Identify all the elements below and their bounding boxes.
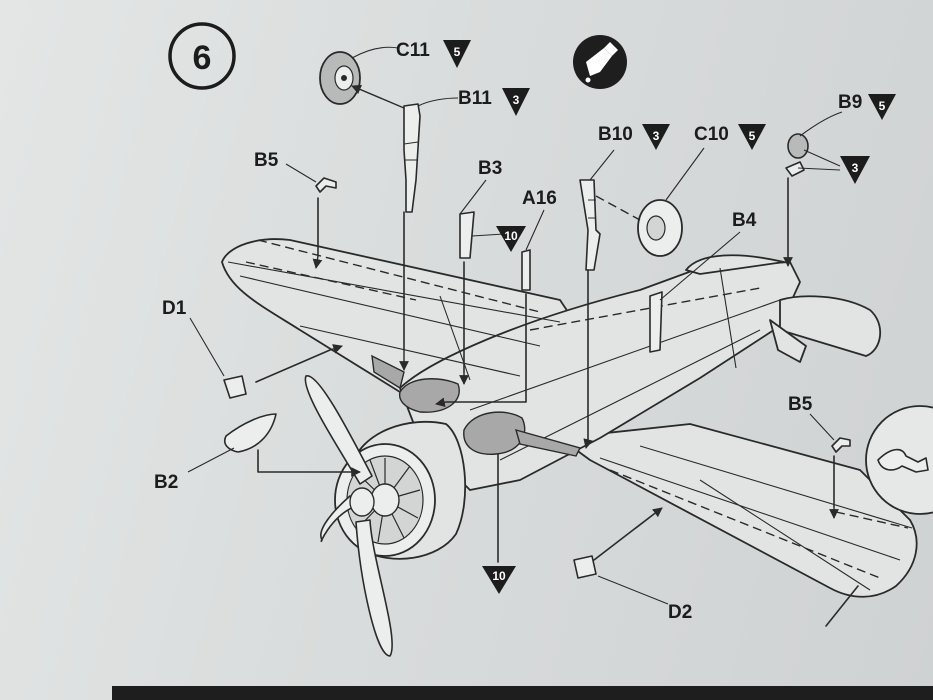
count-badge-c10: 5 — [738, 124, 766, 150]
label-b11: B11 — [458, 88, 492, 109]
part-b2: B2 — [154, 413, 361, 493]
part-a16: A16 — [435, 188, 557, 408]
count-badge-b3: 10 — [496, 226, 526, 252]
svg-text:3: 3 — [513, 93, 520, 107]
step-number-badge: 6 — [168, 22, 236, 90]
label-c11: C11 — [396, 40, 430, 61]
label-b10: B10 — [598, 124, 633, 145]
label-d1: D1 — [162, 298, 187, 319]
svg-text:10: 10 — [492, 569, 506, 583]
step-number: 6 — [193, 39, 212, 77]
label-b3: B3 — [478, 158, 502, 179]
label-b4: B4 — [732, 210, 757, 231]
svg-text:5: 5 — [879, 99, 886, 113]
count-badge-c11: 5 — [443, 40, 471, 68]
part-c10: C10 5 — [595, 124, 766, 257]
count-badge-b9: 5 — [868, 94, 896, 120]
count-badge-b9-sub: 3 — [840, 156, 870, 184]
svg-text:10: 10 — [504, 229, 518, 243]
label-a16: A16 — [522, 188, 557, 209]
part-b10: B10 3 — [579, 124, 670, 449]
svg-text:5: 5 — [454, 45, 461, 59]
label-b5-top: B5 — [254, 150, 279, 171]
part-d2: D2 — [573, 507, 692, 623]
svg-text:3: 3 — [653, 129, 660, 143]
detail-inset — [865, 405, 933, 515]
label-c10: C10 — [694, 124, 729, 145]
glue-tube-icon — [573, 35, 627, 89]
svg-text:5: 5 — [749, 129, 756, 143]
part-b5-right: B5 — [788, 394, 851, 519]
aircraft-body — [221, 238, 918, 598]
label-b5-right: B5 — [788, 394, 813, 415]
propeller — [304, 375, 393, 657]
part-b4: B4 — [649, 210, 757, 353]
label-d2: D2 — [668, 602, 692, 623]
part-c11: C11 5 — [319, 40, 471, 105]
part-b3: B3 10 — [459, 158, 526, 385]
svg-text:3: 3 — [852, 161, 859, 175]
part-b11: B11 3 — [351, 84, 530, 371]
label-b2: B2 — [154, 472, 178, 493]
part-b9: B9 5 3 — [783, 92, 896, 267]
part-d1: D1 — [162, 298, 343, 399]
part-b5-top: B5 — [254, 150, 337, 269]
page-bottom-bar — [112, 686, 933, 700]
part-bay-badge: 10 — [482, 453, 516, 594]
count-badge-b10: 3 — [642, 124, 670, 150]
count-badge-b11: 3 — [502, 88, 530, 116]
label-b9: B9 — [838, 92, 862, 113]
